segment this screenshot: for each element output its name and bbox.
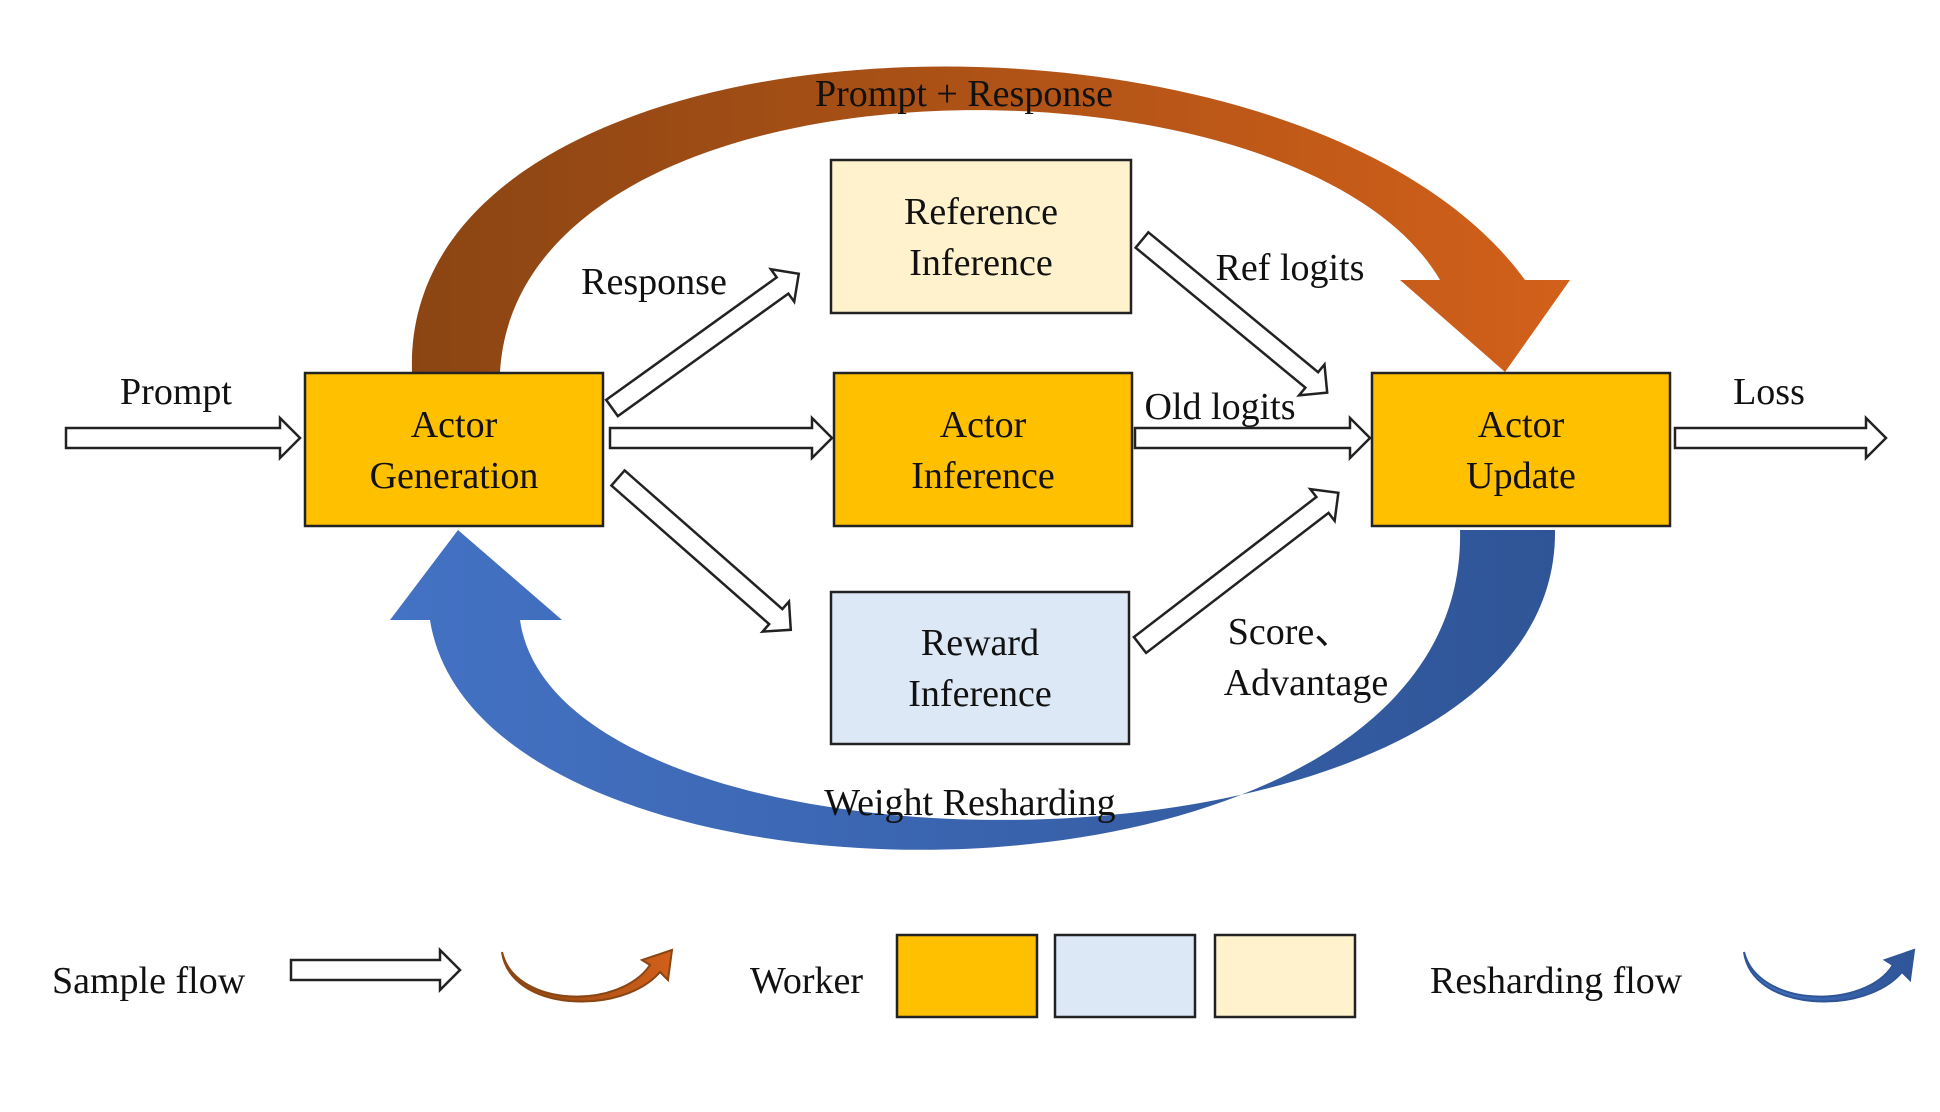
reference-inference-node: Reference Inference [829, 158, 1133, 315]
ref-logits-label: Ref logits [1216, 247, 1365, 289]
loss-output-arrow [1673, 414, 1888, 462]
legend-resharding-flow-curved-arrow [1743, 948, 1916, 1003]
actor-inference-to-update-arrow [1133, 414, 1372, 462]
reward-inference-line2: Inference [908, 673, 1051, 715]
prompt-response-arc-arrow [411, 66, 1571, 372]
actor-generation-line1: Actor [411, 404, 498, 446]
actor-generation-line2: Generation [370, 455, 539, 497]
actor-inference-line2: Inference [911, 455, 1054, 497]
legend-resharding-flow-label: Resharding flow [1430, 960, 1683, 1002]
gen-to-reward-arrow [609, 468, 793, 634]
actor-inference-node: Actor Inference [832, 371, 1134, 528]
actor-update-line1: Actor [1478, 404, 1565, 446]
reward-inference-node: Reward Inference [829, 590, 1131, 746]
actor-inference-line1: Actor [940, 404, 1027, 446]
old-logits-label: Old logits [1145, 386, 1296, 428]
loss-label: Loss [1733, 371, 1805, 413]
legend-sample-flow-curved-arrow [501, 948, 674, 1003]
prompt-response-label: Prompt + Response [815, 73, 1113, 115]
reference-inference-line1: Reference [904, 191, 1058, 233]
weight-resharding-arc-arrow [390, 530, 1556, 850]
legend: Sample flow Worker Resharding flow [52, 933, 1916, 1019]
actor-generation-node: Actor Generation [303, 371, 605, 528]
score-label: Score、 [1228, 611, 1353, 653]
prompt-input-arrow [64, 414, 302, 462]
legend-worker-blue-swatch [1053, 933, 1197, 1019]
prompt-label: Prompt [120, 371, 232, 413]
response-to-reference-arrow [604, 267, 801, 418]
legend-sample-flow-hollow-arrow [289, 946, 462, 994]
legend-worker-label: Worker [750, 960, 863, 1002]
reference-inference-line2: Inference [909, 242, 1052, 284]
response-label: Response [581, 261, 727, 303]
weight-resharding-label: Weight Resharding [824, 782, 1115, 824]
score-advantage-arrow [1132, 487, 1340, 655]
reward-inference-line1: Reward [921, 622, 1039, 664]
legend-sample-flow-label: Sample flow [52, 960, 246, 1002]
actor-update-node: Actor Update [1370, 371, 1672, 528]
legend-worker-cream-swatch [1213, 933, 1357, 1019]
gen-to-actor-inference-arrow [608, 414, 834, 462]
advantage-label: Advantage [1224, 662, 1389, 704]
ref-logits-arrow [1133, 230, 1329, 397]
actor-update-line2: Update [1466, 455, 1576, 497]
legend-worker-orange-swatch [895, 933, 1039, 1019]
